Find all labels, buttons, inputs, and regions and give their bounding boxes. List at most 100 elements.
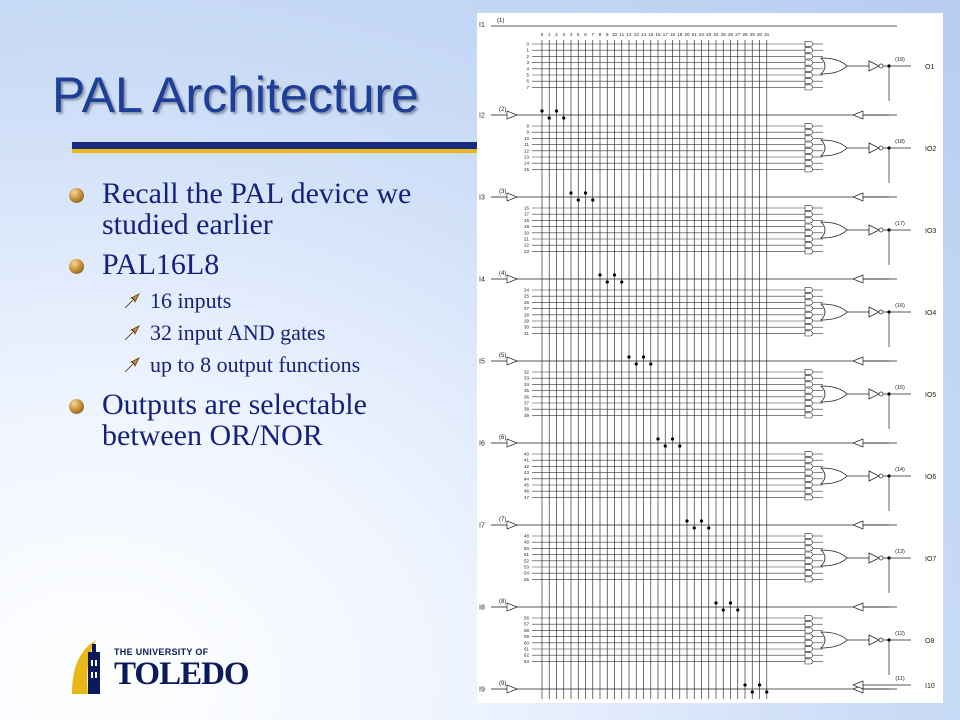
output-buffer xyxy=(868,142,880,154)
fuse-connection-dot xyxy=(750,690,754,694)
column-number: 20 xyxy=(684,32,690,37)
product-term-number: 15 xyxy=(524,167,530,172)
inverter-bubble xyxy=(878,637,884,643)
feedback-buffer xyxy=(852,110,864,120)
fuse-connection-dot xyxy=(663,444,667,448)
and-gate xyxy=(804,639,813,646)
product-term-number: 48 xyxy=(524,534,530,539)
and-gate xyxy=(804,387,813,394)
product-term-number: 0 xyxy=(526,42,529,47)
product-term-number: 2 xyxy=(526,54,529,59)
and-gate xyxy=(804,160,813,167)
fuse-connection-dot xyxy=(743,683,747,687)
and-gate xyxy=(804,475,813,482)
and-gate xyxy=(804,539,813,546)
and-gate xyxy=(804,65,813,72)
product-term-number: 5 xyxy=(526,73,529,78)
and-gate xyxy=(804,166,813,173)
input-label: I6 xyxy=(479,441,485,448)
product-term-number: 38 xyxy=(524,407,530,412)
feedback-buffer xyxy=(852,520,864,530)
output-label: O1 xyxy=(925,64,934,71)
input-buffer xyxy=(506,110,518,120)
or-gate xyxy=(820,467,848,485)
bullet-item: PAL16L8 xyxy=(66,249,471,280)
column-number: 29 xyxy=(750,32,756,37)
fuse-connection-dot xyxy=(678,444,682,448)
pin-label: (9) xyxy=(499,681,506,687)
and-gate xyxy=(804,129,813,136)
product-term-number: 4 xyxy=(526,66,529,71)
and-gate xyxy=(804,47,813,54)
or-gate xyxy=(820,139,848,157)
product-term-number: 17 xyxy=(524,212,530,217)
pin-label: (5) xyxy=(499,353,506,359)
output-label: IO3 xyxy=(925,228,936,235)
column-number: 8 xyxy=(599,32,602,37)
output-label: IO6 xyxy=(925,474,936,481)
and-gate xyxy=(804,53,813,60)
product-term-number: 31 xyxy=(524,331,530,336)
or-gate xyxy=(820,385,848,403)
output-buffer xyxy=(868,634,880,646)
and-gate xyxy=(804,135,813,142)
column-number: 25 xyxy=(721,32,727,37)
product-term-number: 61 xyxy=(524,647,530,652)
product-term-number: 3 xyxy=(526,60,529,65)
product-term-number: 6 xyxy=(526,79,529,84)
product-term-number: 28 xyxy=(524,312,530,317)
and-gate xyxy=(804,369,813,375)
pin-label: (7) xyxy=(499,517,506,523)
and-gate xyxy=(804,229,813,236)
product-term-number: 13 xyxy=(524,155,530,160)
output-label: IO5 xyxy=(925,392,936,399)
slide-title: PAL Architecture xyxy=(52,67,419,123)
fuse-connection-dot xyxy=(627,355,631,359)
pin-label: (2) xyxy=(499,107,506,113)
bullet-item: Outputs are selectable between OR/NOR xyxy=(66,389,471,451)
and-gate xyxy=(804,147,813,154)
and-gate xyxy=(804,123,813,129)
and-gate xyxy=(804,451,813,457)
and-gate xyxy=(804,469,813,476)
column-number: 11 xyxy=(619,32,624,37)
column-number: 9 xyxy=(606,32,609,37)
product-term-number: 26 xyxy=(524,300,530,305)
fuse-connection-dot xyxy=(736,608,740,612)
product-term-number: 29 xyxy=(524,319,530,324)
column-number: 21 xyxy=(692,32,698,37)
or-gate xyxy=(820,631,848,649)
product-term-number: 23 xyxy=(524,249,530,254)
input-label: I7 xyxy=(479,523,485,530)
fuse-connection-dot xyxy=(576,198,580,202)
column-number: 3 xyxy=(562,32,565,37)
feedback-buffer xyxy=(852,192,864,202)
input-buffer xyxy=(506,684,518,694)
column-number: 31 xyxy=(764,32,770,37)
or-gate xyxy=(820,221,848,239)
product-term-number: 25 xyxy=(524,294,530,299)
university-logo: THE UNIVERSITY OF TOLEDO xyxy=(66,636,250,696)
fuse-connection-dot xyxy=(620,280,624,284)
product-term-number: 18 xyxy=(524,218,530,223)
or-gate xyxy=(820,57,848,75)
pin-label: (18) xyxy=(895,139,905,145)
product-term-number: 14 xyxy=(524,161,530,166)
output-buffer xyxy=(868,470,880,482)
logo-name-text: TOLEDO xyxy=(114,656,250,692)
and-gate xyxy=(804,78,813,85)
column-number: 26 xyxy=(728,32,734,37)
or-gate xyxy=(820,549,848,567)
arrow-bullet-icon xyxy=(124,357,140,373)
product-term-number: 34 xyxy=(524,382,530,387)
input-label: I9 xyxy=(479,687,485,694)
fuse-connection-dot xyxy=(634,362,638,366)
input-label: I5 xyxy=(479,359,485,366)
sub-bullet-list: 16 inputs 32 input AND gates up to 8 out… xyxy=(66,289,471,377)
input-buffer xyxy=(506,520,518,530)
and-gate xyxy=(804,457,813,464)
fuse-connection-dot xyxy=(656,437,660,441)
and-gate xyxy=(804,551,813,558)
output-buffer xyxy=(868,60,880,72)
pin-label: (4) xyxy=(499,271,506,277)
